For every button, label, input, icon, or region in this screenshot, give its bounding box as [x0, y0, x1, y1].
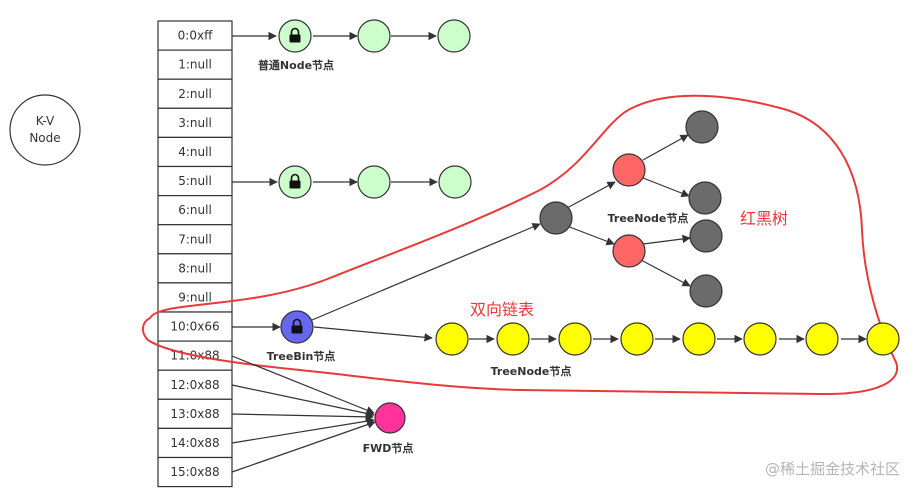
lock-icon — [289, 173, 301, 189]
bucket-cell — [157, 282, 233, 313]
treebin-label: TreeBin节点 — [267, 349, 336, 363]
fwd-node-group: FWD节点 — [363, 402, 414, 455]
normal-node-label: 普通Node节点 — [258, 58, 334, 72]
bucket-cell — [157, 107, 233, 139]
linked-list-node — [496, 322, 530, 356]
bucket-label: 2:null — [178, 87, 212, 101]
edge-bucket14-fwd — [231, 417, 375, 444]
kv-node-label-line1: K-V — [36, 114, 55, 128]
node — [357, 19, 391, 53]
bucket-label: 1:null — [178, 58, 212, 72]
bucket-cell — [157, 427, 233, 459]
bucket-cell — [157, 398, 233, 429]
fwd-node — [374, 402, 406, 434]
linked-list-node — [435, 322, 469, 356]
bucket-cell — [157, 49, 233, 80]
tree-leaf-node — [688, 181, 722, 215]
kv-node-legend: K-V Node — [9, 94, 81, 166]
bucket-label: 13:0x88 — [170, 407, 219, 421]
red-black-tree-annotation: 红黑树 — [740, 209, 788, 228]
red-outline-region — [142, 94, 898, 396]
linked-list-node — [866, 322, 900, 356]
bucket-label: 3:null — [178, 116, 212, 130]
edge-red2-gray4 — [640, 259, 691, 287]
tree-root-node — [539, 201, 573, 235]
edge-bucket12-fwd — [231, 384, 375, 418]
fwd-label: FWD节点 — [363, 441, 414, 455]
edge-root-red2 — [566, 225, 615, 246]
watermark: @稀土掘金技术社区 — [765, 460, 900, 478]
edge-treebin-root — [311, 223, 541, 321]
bucket-label: 10:0x66 — [170, 320, 219, 334]
kv-node-label-line2: Node — [29, 131, 60, 145]
tree-node-label-top: TreeNode节点 — [608, 211, 689, 225]
bucket-array: 0:0xff 1:null 2:null 3:null 4:null 5:null 6:nu… — [157, 20, 233, 488]
bucket-label: 15:0x88 — [170, 465, 219, 479]
node — [357, 165, 391, 199]
edge-bucket15-fwd — [231, 420, 376, 473]
linked-list-node — [805, 322, 839, 356]
tree-red-node — [612, 153, 646, 187]
edge-bucket13-fwd — [231, 412, 374, 422]
bucket-label: 14:0x88 — [170, 436, 219, 450]
bucket-cell — [157, 369, 233, 400]
edge-red1-gray2 — [642, 177, 690, 198]
tree-leaf-node — [689, 274, 723, 308]
bucket0-chain: 普通Node节点 — [258, 19, 471, 72]
doubly-linked-list-annotation: 双向链表 — [470, 300, 534, 319]
linked-list-node — [682, 322, 716, 356]
bucket-label: 7:null — [178, 232, 212, 246]
bucket5-chain — [278, 165, 472, 199]
lock-icon — [291, 318, 303, 334]
treebin-node-group: TreeBin节点 — [267, 310, 336, 363]
edge-root-red1 — [566, 181, 616, 209]
tree-leaf-node — [685, 110, 719, 144]
bucket-cell — [157, 456, 233, 488]
bucket-label: 12:0x88 — [170, 378, 219, 392]
bucket-label: 5:null — [178, 174, 212, 188]
bucket-cell — [157, 224, 233, 255]
linked-list-node — [558, 322, 592, 356]
edge-red2-gray3 — [642, 234, 691, 245]
node — [438, 165, 472, 199]
tree-red-node — [612, 234, 646, 268]
linked-list-node — [743, 322, 777, 356]
bucket-label: 0:0xff — [178, 29, 213, 43]
edge-red1-gray1 — [642, 134, 689, 161]
lock-icon — [289, 27, 301, 43]
edge-treebin-list — [313, 326, 433, 342]
bucket-label: 8:null — [178, 261, 212, 275]
bucket-cell — [157, 20, 233, 51]
bucket-label: 9:null — [178, 290, 212, 304]
linked-list-node — [620, 322, 654, 356]
node — [437, 19, 471, 53]
doubly-linked-list: 双向链表 TreeNode节点 — [435, 300, 900, 378]
kv-node-circle — [9, 94, 81, 166]
red-black-tree: TreeNode节点 红黑树 — [539, 110, 788, 308]
bucket-cell — [157, 165, 233, 197]
tree-leaf-node — [689, 219, 723, 253]
bucket-label: 6:null — [178, 203, 212, 217]
edges — [231, 31, 867, 473]
tree-node-label-bottom: TreeNode节点 — [491, 364, 572, 378]
edge-bucket11-fwd — [231, 355, 375, 415]
bucket-label: 4:null — [178, 145, 212, 159]
